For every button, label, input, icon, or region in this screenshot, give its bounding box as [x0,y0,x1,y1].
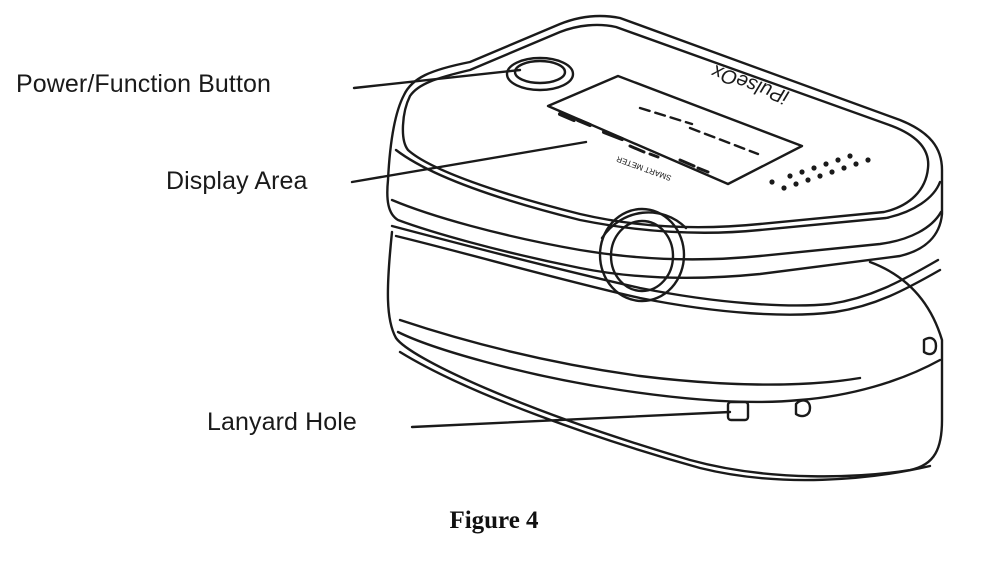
device-base [386,230,944,478]
top-face [401,23,930,229]
base-bottom-line [398,350,932,482]
power-button [505,56,575,92]
clip-seam [390,224,940,307]
device-top-shell [386,14,944,280]
leader-lanyard [410,410,732,429]
vent-dots [769,153,871,191]
leader-power [352,68,522,90]
side-ring [598,207,686,303]
label-display-area: Display Area [166,167,308,195]
label-lanyard-hole: Lanyard Hole [207,408,357,436]
lanyard-hole [726,400,750,422]
leader-display [350,140,588,184]
figure-caption: Figure 4 [449,507,539,534]
display-window [546,74,804,186]
brand-mark: iPulseOx [708,60,792,108]
label-power-button: Power/Function Button [16,70,272,98]
maker-mark: SMART METER [615,154,673,182]
base-mid-ridge [396,330,942,404]
